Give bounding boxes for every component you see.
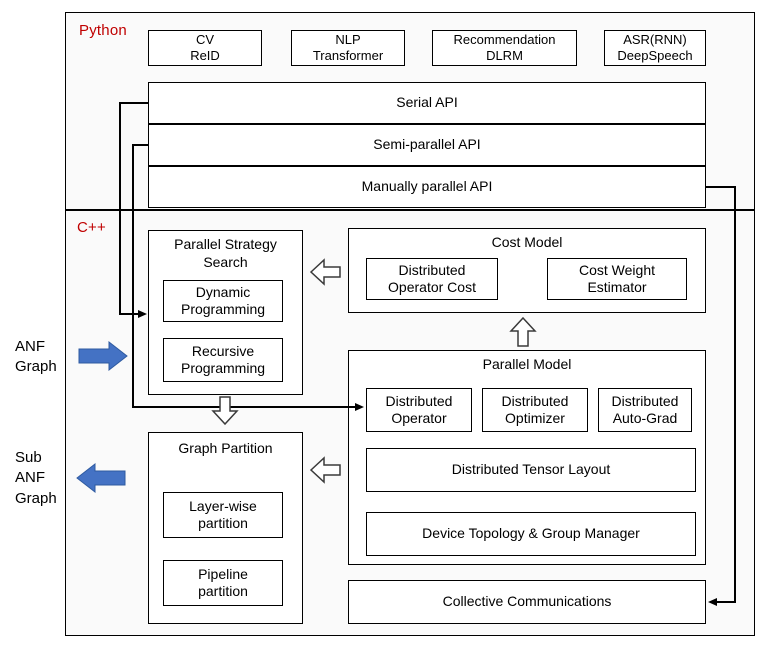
api-box-manually-parallel: Manually parallel API — [148, 166, 706, 208]
dynamic-programming-box: Dynamic Programming — [163, 280, 283, 322]
anf-graph-label: ANF Graph — [15, 338, 57, 376]
distributed-auto-grad-box: Distributed Auto-Grad — [598, 388, 692, 432]
api-box-semi-parallel: Semi-parallel API — [148, 124, 706, 166]
collective-communications-box: Collective Communications — [348, 580, 706, 624]
distributed-optimizer-box: Distributed Optimizer — [482, 388, 588, 432]
parallel-strategy-search-title: Parallel Strategy Search — [174, 236, 277, 270]
cost-weight-estimator-box: Cost Weight Estimator — [547, 258, 687, 300]
layer-wise-partition-box: Layer-wise partition — [163, 492, 283, 538]
cpp-section-label: C++ — [77, 219, 106, 236]
distributed-tensor-layout-box: Distributed Tensor Layout — [366, 448, 696, 492]
app-box-asr-deepspeech: ASR(RNN) DeepSpeech — [604, 30, 706, 66]
distributed-operator-cost-box: Distributed Operator Cost — [366, 258, 498, 300]
app-box-nlp-transformer: NLP Transformer — [291, 30, 405, 66]
recursive-programming-box: Recursive Programming — [163, 338, 283, 382]
pipeline-partition-box: Pipeline partition — [163, 560, 283, 606]
parallel-model-title: Parallel Model — [482, 356, 572, 372]
device-topology-group-manager-box: Device Topology & Group Manager — [366, 512, 696, 556]
app-box-recommendation-dlrm: Recommendation DLRM — [432, 30, 577, 66]
app-box-cv-reid: CV ReID — [148, 30, 262, 66]
sub-anf-graph-label: Sub ANF Graph — [15, 449, 57, 507]
cost-model-title: Cost Model — [491, 234, 563, 250]
python-section-label: Python — [79, 22, 127, 39]
api-box-serial: Serial API — [148, 82, 706, 124]
graph-partition-title: Graph Partition — [178, 440, 273, 456]
distributed-operator-box: Distributed Operator — [366, 388, 472, 432]
